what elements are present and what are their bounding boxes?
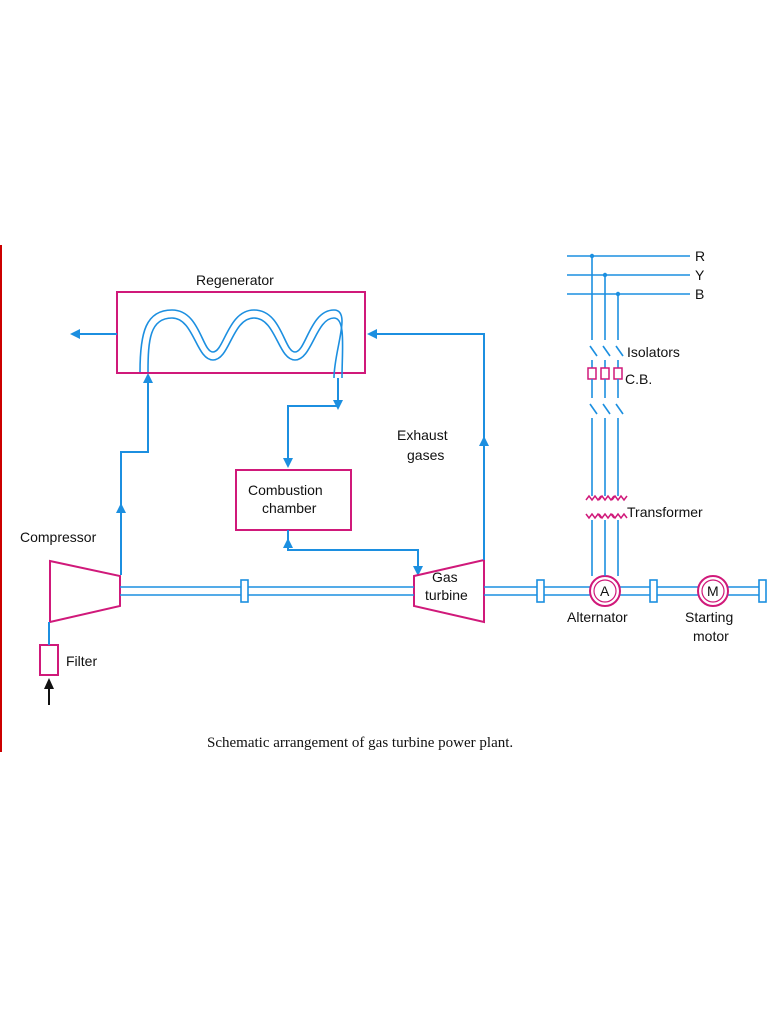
exhaust-to-regenerator-pipe	[375, 333, 485, 560]
regenerator-coil-inner	[139, 309, 343, 379]
alternator-label: Alternator	[567, 609, 628, 625]
combustion-label-1: Combustion	[248, 482, 323, 498]
combustion-to-turbine-pipe	[287, 530, 419, 570]
regenerator-outlet-arrowhead	[333, 400, 343, 410]
compressor-label: Compressor	[20, 529, 97, 545]
coupling-2	[536, 579, 545, 603]
coupling-3	[649, 579, 658, 603]
starting-motor-label-1: Starting	[685, 609, 733, 625]
turbine-inlet-arrowhead	[413, 566, 423, 576]
phase-y-label: Y	[695, 267, 705, 283]
motor-inner-ring	[701, 579, 725, 603]
exhaust-out-arrowhead	[70, 329, 80, 339]
phase-b-label: B	[695, 286, 704, 302]
combustion-outlet-arrowhead	[283, 538, 293, 548]
filter-box	[39, 644, 59, 676]
combustion-inlet-arrowhead	[283, 458, 293, 468]
filter-label: Filter	[66, 653, 97, 669]
regenerator-label: Regenerator	[196, 272, 274, 288]
transformer-label: Transformer	[627, 504, 703, 520]
compressor-to-regenerator-arrowhead	[143, 373, 153, 383]
phase-conductors	[585, 256, 628, 576]
regenerator-box	[116, 291, 366, 374]
gas-turbine-body	[413, 558, 485, 624]
regenerator-to-combustion-pipe	[287, 378, 339, 462]
coupling-4	[758, 579, 767, 603]
compressor-body	[49, 559, 121, 624]
motor-symbol: M	[707, 583, 719, 599]
alternator-symbol: A	[600, 583, 610, 599]
combustion-label-2: chamber	[262, 500, 317, 516]
phase-r-label: R	[695, 248, 705, 264]
coupling-1	[240, 579, 249, 603]
air-inlet-arrowhead	[44, 678, 54, 689]
regenerator-coil-outer	[147, 317, 344, 379]
alternator-inner-ring	[593, 579, 617, 603]
gas-turbine-label-2: turbine	[425, 587, 468, 603]
gas-turbine-label-1: Gas	[432, 569, 458, 585]
isolators-label: Isolators	[627, 344, 680, 360]
exhaust-label-2: gases	[407, 447, 444, 463]
compressor-to-regenerator-pipe	[120, 380, 149, 575]
exhaust-riser-arrowhead	[479, 436, 489, 446]
starting-motor-label-2: motor	[693, 628, 729, 644]
compressor-riser-arrowhead	[116, 503, 126, 513]
exhaust-label-1: Exhaust	[397, 427, 448, 443]
figure-caption: Schematic arrangement of gas turbine pow…	[207, 735, 513, 751]
circuit-breaker-label: C.B.	[625, 371, 652, 387]
combustion-chamber-box	[235, 469, 352, 531]
exhaust-to-regenerator-arrowhead	[367, 329, 377, 339]
